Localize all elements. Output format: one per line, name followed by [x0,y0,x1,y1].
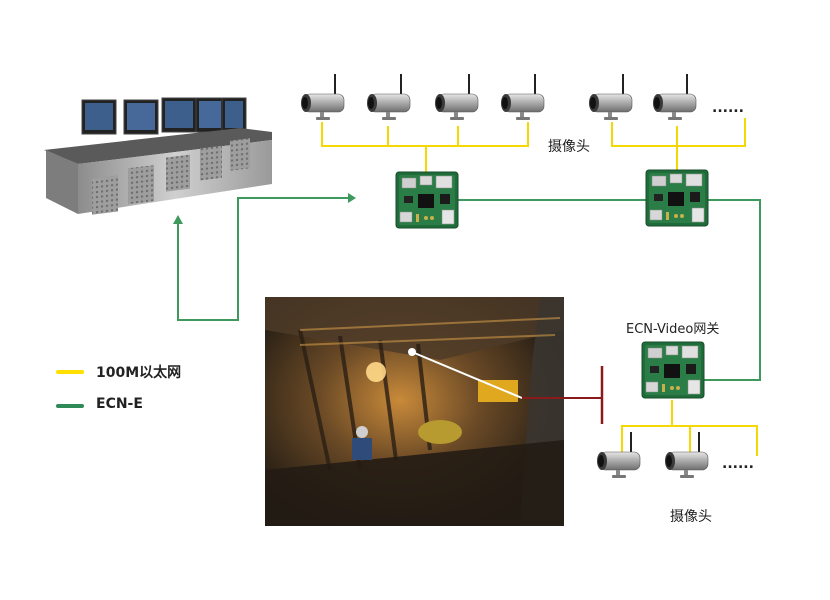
mine-tunnel-photo [265,297,564,526]
bottom-camera-group [596,431,709,479]
camera-pointer [408,348,604,424]
camera-icon [366,73,411,121]
ellipsis: ...... [712,100,744,116]
ellipsis: ...... [722,456,754,472]
ethernet-links [321,118,758,470]
gateway-label: ECN-Video网关 [626,322,720,337]
ecn-links [173,193,761,381]
camera-group-label: 摄像头 [548,139,590,155]
camera-icon [500,73,545,121]
legend-label-ethernet: 100M以太网 [96,365,182,381]
camera-icon [652,73,697,121]
camera-icon [664,431,709,479]
network-board-icon [645,169,709,227]
network-board-icon [395,171,459,229]
legend-swatch-ecn [56,404,84,408]
legend-swatch-ethernet [56,370,84,374]
gateway-board-icon [641,341,705,399]
console-monitors [81,97,247,135]
legend-label-ecn: ECN-E [96,396,143,412]
camera-icon [300,73,345,121]
camera-icon [588,73,633,121]
top-camera-group [300,73,697,121]
camera-group-label: 摄像头 [670,509,712,525]
camera-icon [596,431,641,479]
camera-icon [434,73,479,121]
control-console [44,97,272,215]
